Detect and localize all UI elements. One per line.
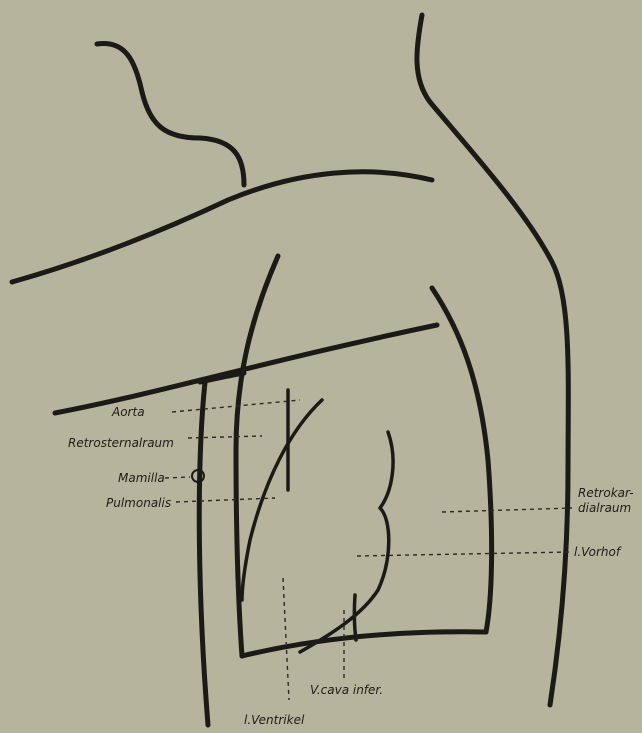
label-aorta: Aorta	[111, 405, 145, 419]
clavicle-line	[55, 325, 437, 413]
label-retrokardialraum-line1: Retrokar-	[578, 486, 634, 500]
heart-contour	[300, 432, 393, 652]
mamilla-leader	[165, 477, 190, 478]
pulmonalis-curve	[242, 400, 322, 600]
label-mamilla: Mamilla	[118, 471, 165, 485]
vcava-line	[354, 595, 356, 640]
shoulder-line	[12, 172, 432, 282]
label-pulmonalis: Pulmonalis	[106, 496, 171, 510]
label-vorhof: l.Vorhof	[574, 545, 622, 559]
diaphragm-line	[242, 632, 486, 656]
label-retrokardialraum-line2: dialraum	[578, 501, 631, 515]
sternum-left-line	[199, 382, 208, 725]
retrokardial-leader	[442, 508, 572, 512]
posterior-heart-line	[432, 288, 492, 632]
neck-outline	[97, 43, 244, 185]
back-outline	[417, 15, 568, 705]
ventrikel-leader	[283, 578, 289, 700]
label-retrosternalraum: Retrosternalraum	[68, 436, 174, 450]
label-vcava: V.cava infer.	[310, 683, 383, 697]
label-ventrikel: l.Ventrikel	[244, 713, 305, 727]
